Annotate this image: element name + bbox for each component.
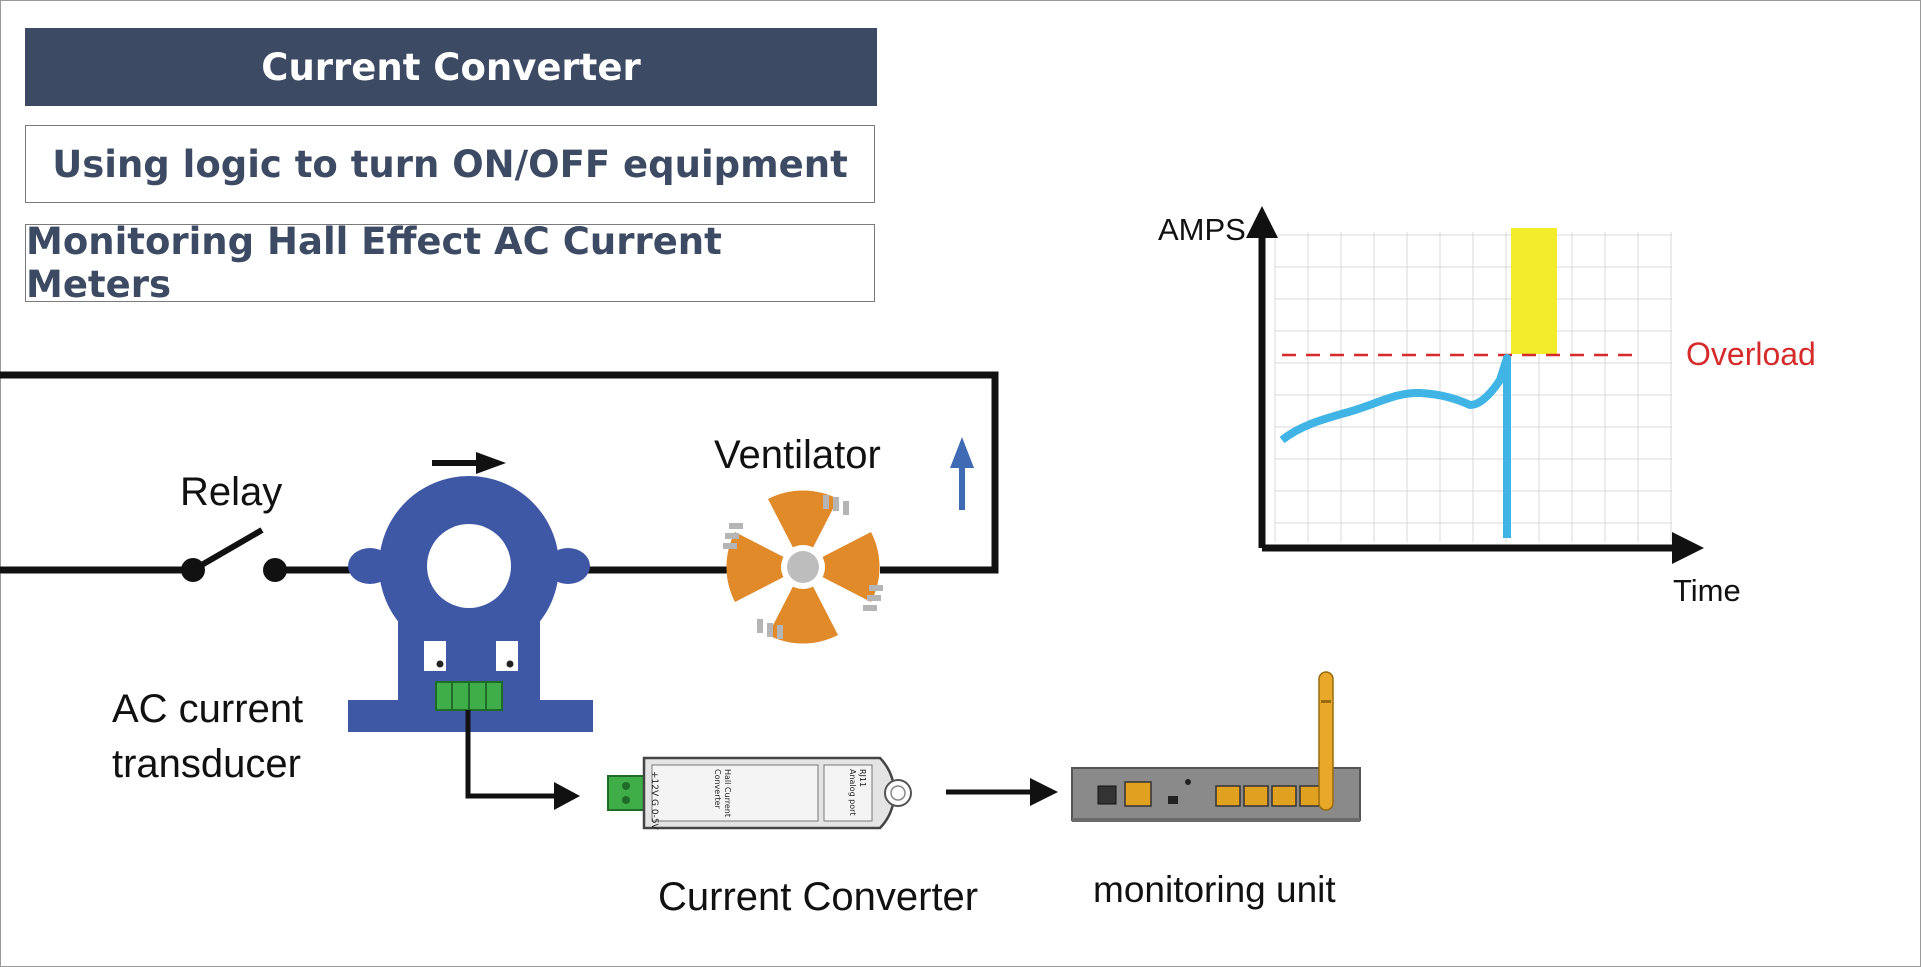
relay-label: Relay (180, 470, 282, 514)
current-series-line (1279, 354, 1511, 538)
overload-label: Overload (1686, 336, 1816, 372)
monitoring-unit-icon (1071, 671, 1361, 822)
page-title: Current Converter (25, 28, 877, 106)
ventilator-label: Ventilator (714, 433, 881, 477)
x-axis-label: Time (1673, 573, 1741, 608)
subtitle-monitoring: Monitoring Hall Effect AC Current Meters (25, 220, 875, 306)
relay-switch-icon (181, 527, 287, 582)
transducer-label-line1: AC current (112, 687, 303, 731)
data-arrow-icon (1030, 778, 1058, 806)
device-text-4: Analog port (848, 769, 857, 816)
y-axis-arrow-icon (1246, 206, 1278, 238)
signal-arrow-icon (554, 782, 580, 810)
transducer-label-line2: transducer (112, 742, 301, 786)
signal-wire (465, 710, 574, 799)
monitoring-unit-label: monitoring unit (1093, 869, 1336, 910)
device-text-3: RJ11 (858, 769, 867, 787)
overload-chart: AMPS Time Overload (1158, 206, 1816, 608)
subtitle-logic: Using logic to turn ON/OFF equipment (25, 125, 875, 203)
current-direction-up-icon (950, 437, 974, 510)
overload-highlight (1511, 228, 1557, 354)
y-axis-label: AMPS (1158, 212, 1246, 247)
converter-label: Current Converter (658, 875, 978, 919)
direction-arrow-right-icon (432, 452, 506, 474)
chart-grid (1274, 232, 1672, 542)
x-axis-arrow-icon (1672, 532, 1704, 564)
device-text-1: Hall Current (723, 769, 732, 817)
device-text-2: Converter (713, 769, 722, 810)
ventilator-fan-icon (723, 490, 883, 644)
current-converter-device-icon (607, 756, 912, 830)
device-pin-label: +12V G 0-5V (649, 771, 659, 831)
ac-transducer-icon (348, 476, 593, 732)
